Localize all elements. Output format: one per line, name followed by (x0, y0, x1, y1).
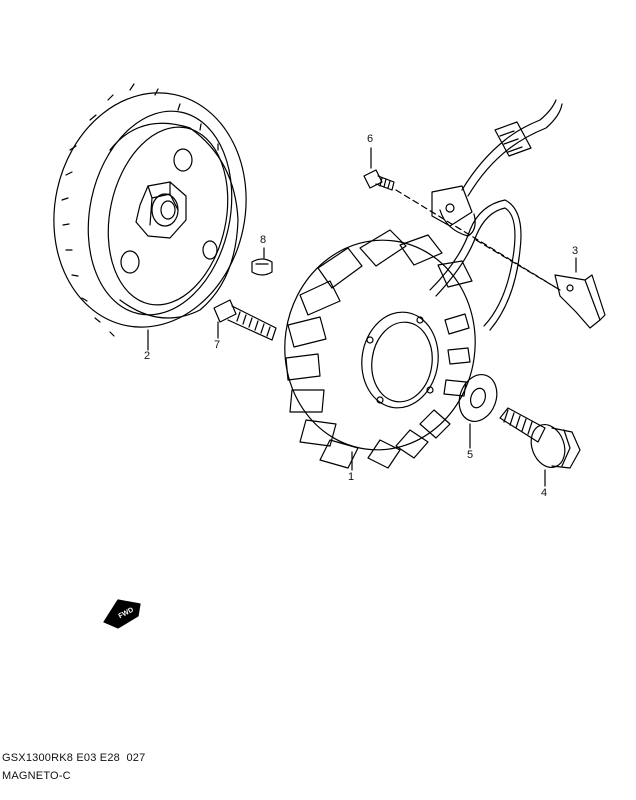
section-name: MAGNETO-C (2, 770, 71, 782)
callout-7: 7 (214, 339, 221, 351)
callout-6: 6 (367, 133, 374, 145)
rotor-flywheel (53, 83, 247, 337)
stud-bolt (213, 299, 277, 341)
callout-4: 4 (541, 487, 548, 499)
callout-8: 8 (260, 234, 267, 246)
stator-coil (284, 199, 522, 469)
callout-2: 2 (144, 350, 151, 362)
dashed-guide-line (395, 189, 561, 291)
washer (458, 374, 498, 422)
callout-3: 3 (572, 245, 579, 257)
flange-bolt (499, 407, 581, 469)
callout-5: 5 (467, 449, 474, 461)
wire-harness-connector (431, 99, 563, 237)
model-code: GSX1300RK8 E03 E28 027 (2, 752, 146, 764)
woodruff-key (251, 258, 273, 276)
wire-clamp (554, 274, 606, 329)
dashed-guide-line-2 (475, 239, 561, 291)
small-screw (363, 169, 395, 191)
fwd-arrow-icon (103, 599, 141, 629)
callout-1: 1 (348, 471, 355, 483)
